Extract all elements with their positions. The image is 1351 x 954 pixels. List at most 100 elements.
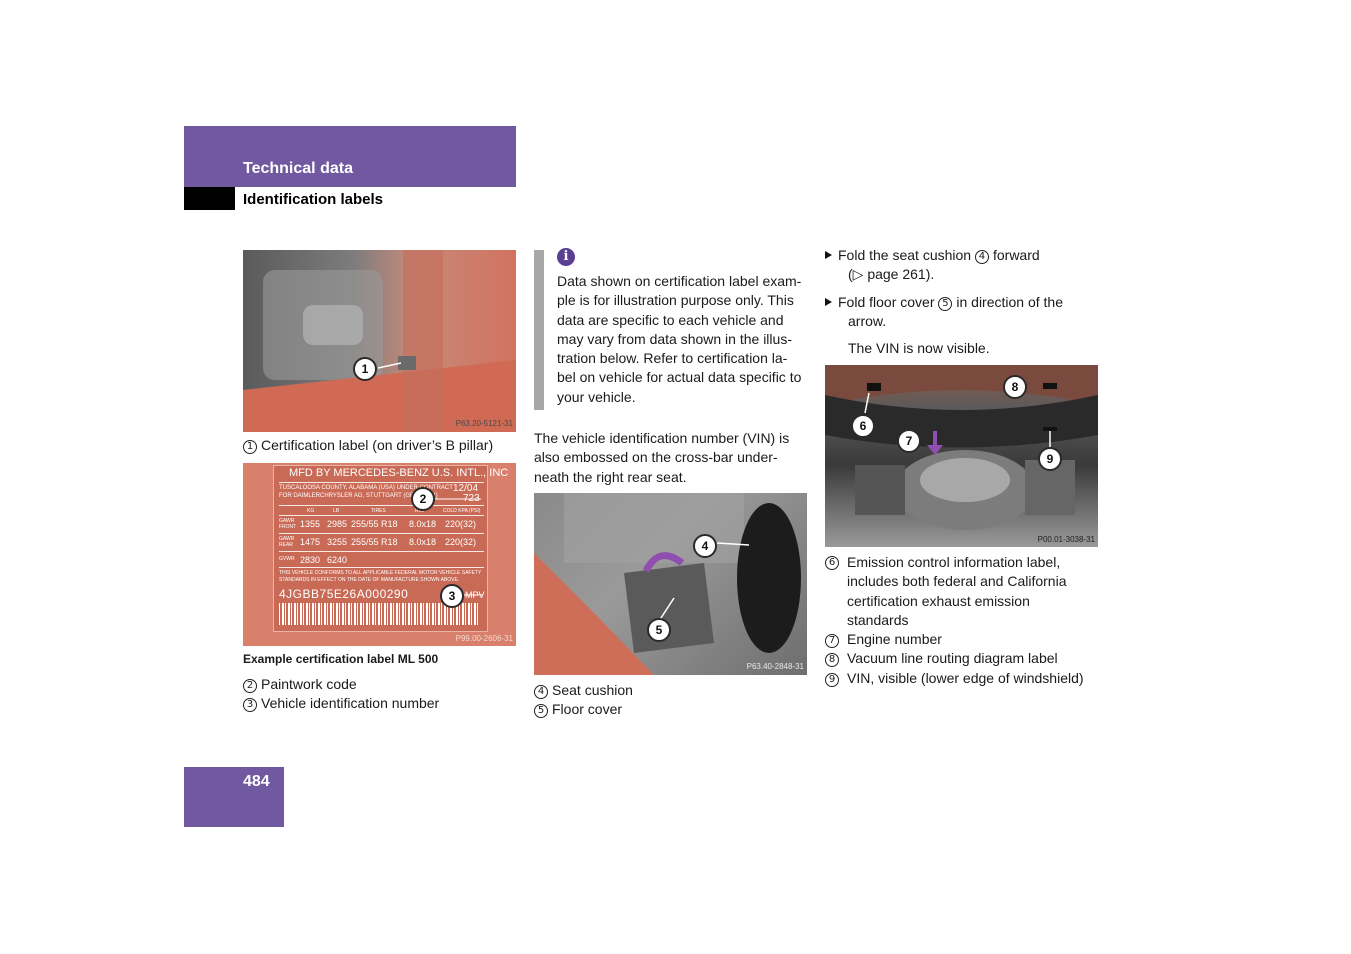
plate-gvwr-kg: 2830 (300, 555, 321, 565)
plate-rear-tires: 255/55 R18 (351, 537, 398, 547)
plate-rear-lb: 3255 (327, 537, 348, 547)
plate-front-tires: 255/55 R18 (351, 519, 398, 529)
plate-row-rear-label: GAWR REAR (279, 536, 295, 548)
caption-certification-label: 1 Certification label (on driver’s B pill… (243, 436, 493, 455)
list-item: 8 Vacuum line routing diagram label (825, 649, 1100, 668)
step-text: arrow. (848, 312, 887, 329)
image-ref-code: P99.00-2606-31 (455, 634, 513, 643)
plate-front-rim: 8.0x18 (409, 519, 437, 529)
callout-number: 4 (974, 250, 989, 264)
callout-number: 5 (534, 704, 548, 719)
callout-number: 7 (825, 634, 839, 649)
info-line: ple is for illustration purpose only. Th… (557, 292, 794, 309)
info-line: tration below. Refer to certification la… (557, 350, 788, 367)
callout-number: 1 (243, 440, 257, 454)
list-item: 4 Seat cushion (534, 681, 633, 700)
plate-header-rim: RIM (415, 508, 425, 514)
bullet-arrow-icon (825, 297, 832, 306)
plate-vin: 4JGBB75E26A000290 (279, 587, 409, 601)
step-page-ref: (▷ page 261). (848, 266, 935, 283)
plate-header-tires: TIRES (371, 508, 386, 514)
plate-notice-line2: STANDARDS IN EFFECT ON THE DATE OF MANUF… (279, 577, 460, 583)
header-marker (184, 187, 235, 210)
plate-header-pressure: COLD KPA (PSI) (443, 508, 481, 514)
list-item-text: includes both federal and California (847, 573, 1067, 590)
engine-bay-illustration (825, 365, 1098, 530)
plate-rear-pressure: 220(32) (445, 537, 477, 547)
engine-bay-photo: 6 7 8 9 P00.01-3038-31 (825, 365, 1098, 547)
paragraph-line: neath the right rear seat. (534, 468, 687, 485)
plate-line2: FOR DAIMLERCHRYSLER AG, STUTTGART (GERMA… (279, 493, 438, 499)
callout-number: 6 (825, 556, 839, 570)
step-text: Fold the seat cushion (838, 247, 972, 263)
b-pillar-photo: 1 P63.20-5121-31 (243, 250, 516, 432)
callout-2: 2 (411, 487, 435, 511)
info-line: may vary from data shown in the illus- (557, 330, 792, 347)
vin-paragraph: The vehicle identification number (VIN) … (534, 429, 804, 487)
callout-number: 8 (825, 653, 839, 668)
list-item-text: Paintwork code (261, 676, 357, 692)
list-item-text: Engine number (847, 631, 942, 648)
callout-3: 3 (440, 584, 464, 608)
plate-row-front-label: GAWR FRONT (279, 518, 297, 530)
callout-number: 4 (534, 685, 548, 699)
list-item-text: VIN, visible (lower edge of windshield) (847, 669, 1084, 686)
image-ref-code: P63.20-5121-31 (455, 419, 513, 428)
plate-gvwr-lb: 6240 (327, 555, 348, 565)
image-ref-code: P63.40-2848-31 (746, 662, 804, 671)
list-item-text: Emission control information label, (847, 554, 1061, 570)
plate-rear-rim: 8.0x18 (409, 537, 437, 547)
plate-gvwr-label: GVWR (279, 556, 295, 562)
list-item: 7 Engine number (825, 630, 1100, 649)
legend-list-col2: 4 Seat cushion 5 Floor cover (534, 681, 633, 720)
list-item-text: Vacuum line routing diagram label (847, 650, 1058, 667)
plate-header-kg: KG (307, 508, 315, 514)
paragraph-line: The vehicle identification number (VIN) … (534, 430, 790, 446)
step-result: The VIN is now visible. (848, 340, 990, 357)
bullet-arrow-icon (825, 251, 832, 259)
list-item-text: Floor cover (552, 701, 623, 718)
rear-seat-photo: 4 5 P63.40-2848-31 (534, 493, 807, 675)
info-icon: i (557, 248, 575, 266)
plate-rear-kg: 1475 (300, 537, 321, 547)
plate-notice-line1: THIS VEHICLE CONFORMS TO ALL APPLICABLE … (279, 570, 482, 576)
plate-front-lb: 2985 (327, 519, 348, 529)
list-item-text: Seat cushion (552, 682, 633, 698)
callout-4: 4 (693, 534, 717, 558)
list-item-text: standards (847, 611, 909, 628)
plate-front-pressure: 220(32) (445, 519, 477, 529)
callout-8: 8 (1003, 375, 1027, 399)
callout-6: 6 (851, 414, 875, 438)
image-ref-code: P00.01-3038-31 (1037, 535, 1095, 544)
list-item: 2 Paintwork code (243, 675, 439, 694)
callout-number: 3 (243, 698, 257, 713)
callout-9: 9 (1038, 447, 1062, 471)
callout-number: 9 (825, 672, 839, 687)
info-line: Data shown on certification label exam- (557, 273, 802, 289)
step-text: forward (992, 247, 1040, 263)
list-item: 6 Emission control information label, in… (825, 553, 1100, 630)
info-note: Data shown on certification label exam- … (557, 272, 809, 407)
subsection-title: Identification labels (243, 191, 384, 208)
info-box-bar (534, 250, 544, 410)
plate-front-kg: 1355 (300, 519, 321, 529)
header-band (184, 126, 516, 187)
callout-5: 5 (647, 618, 671, 642)
info-line: your vehicle. (557, 388, 636, 405)
section-title: Technical data (243, 160, 353, 177)
info-line: data are specific to each vehicle and (557, 311, 784, 328)
plate-line1: TUSCALOOSA COUNTY, ALABAMA (USA) UNDER C… (279, 485, 453, 491)
caption-text: Certification label (on driver’s B pilla… (261, 437, 494, 453)
list-item: 9 VIN, visible (lower edge of windshield) (825, 669, 1100, 688)
plate-header-lb: LB (333, 508, 340, 514)
callout-number: 2 (243, 679, 257, 693)
rear-seat-illustration (534, 493, 801, 675)
plate-barcode (279, 603, 479, 625)
info-line: bel on vehicle for actual data specific … (557, 369, 802, 386)
plate-manufacturer: MFD BY MERCEDES-BENZ U.S. INTL., INC (289, 467, 509, 479)
callout-1: 1 (353, 357, 377, 381)
